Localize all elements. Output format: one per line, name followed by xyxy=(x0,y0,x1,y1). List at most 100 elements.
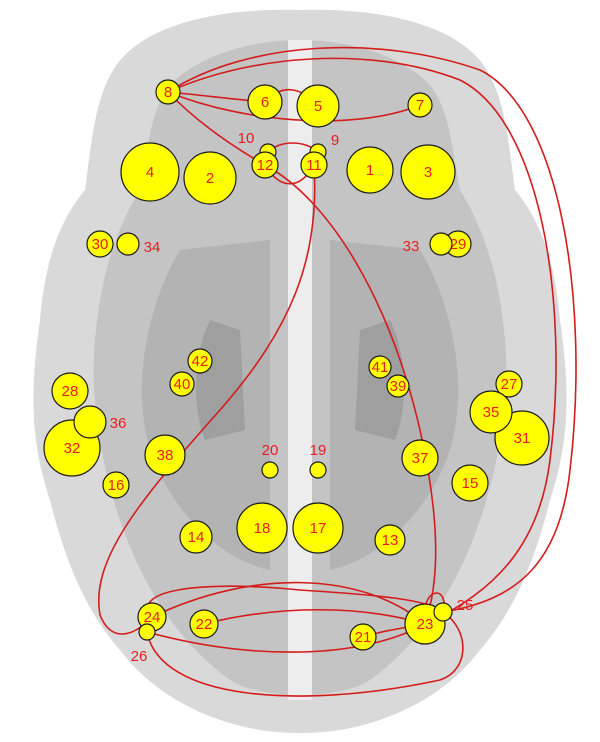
node-circle xyxy=(86,230,114,258)
node-7: 7 xyxy=(407,92,433,118)
node-6: 6 xyxy=(247,84,283,120)
node-19: 19 xyxy=(309,442,327,479)
node-label: 14 xyxy=(188,529,205,546)
node-label: 30 xyxy=(92,236,109,253)
node-label: 32 xyxy=(64,440,81,457)
node-5: 5 xyxy=(296,84,340,128)
node-label: 34 xyxy=(144,239,161,256)
node-label: 28 xyxy=(62,383,79,400)
edge-12-23 xyxy=(264,164,437,625)
edge-26-25 xyxy=(146,611,464,697)
node-circle xyxy=(73,405,107,439)
node-16: 16 xyxy=(102,471,130,499)
node-label: 36 xyxy=(110,415,127,432)
node-25: 25 xyxy=(433,597,474,622)
node-12: 12 xyxy=(251,151,279,179)
node-40: 40 xyxy=(169,371,195,397)
edge-22-23 xyxy=(203,608,426,625)
node-circle xyxy=(451,464,489,502)
edge-26-23 xyxy=(146,623,426,653)
node-circle xyxy=(120,142,180,202)
node-label: 5 xyxy=(314,98,322,115)
node-label: 21 xyxy=(355,629,372,646)
edge-8-23 xyxy=(167,57,557,625)
node-label: 37 xyxy=(412,450,429,467)
node-label: 39 xyxy=(390,378,407,395)
node-circle xyxy=(155,79,181,105)
node-label: 35 xyxy=(483,404,500,421)
node-circle xyxy=(261,461,279,479)
node-label: 11 xyxy=(306,157,322,174)
node-26: 26 xyxy=(131,623,156,665)
node-circle xyxy=(183,151,237,205)
node-label: 29 xyxy=(450,236,467,253)
node-38: 38 xyxy=(144,434,186,476)
node-label: 41 xyxy=(372,359,389,376)
node-18: 18 xyxy=(236,502,288,554)
node-label: 26 xyxy=(131,648,148,665)
node-label: 6 xyxy=(261,94,269,111)
node-label: 20 xyxy=(262,442,279,459)
node-circle xyxy=(236,502,288,554)
node-circle xyxy=(368,355,392,379)
node-circle xyxy=(374,524,406,556)
node-circle xyxy=(102,471,130,499)
node-label: 38 xyxy=(157,447,174,464)
node-label: 16 xyxy=(108,477,125,494)
node-30: 30 xyxy=(86,230,114,258)
node-28: 28 xyxy=(51,372,89,410)
node-label: 40 xyxy=(174,376,191,393)
node-circle xyxy=(495,370,523,398)
node-circle xyxy=(407,92,433,118)
node-label: 4 xyxy=(146,164,154,181)
node-1: 1 xyxy=(346,146,394,194)
node-circle xyxy=(189,609,219,639)
node-circle xyxy=(187,348,213,374)
node-circle xyxy=(247,84,283,120)
node-circle xyxy=(292,502,344,554)
node-circle xyxy=(296,84,340,128)
node-label: 3 xyxy=(424,164,432,181)
node-circle xyxy=(469,390,513,434)
node-circle xyxy=(179,520,213,554)
node-label: 31 xyxy=(514,430,531,447)
node-circle xyxy=(401,439,439,477)
node-label: 2 xyxy=(206,170,214,187)
node-circle xyxy=(433,602,453,622)
node-circle xyxy=(429,232,453,256)
node-33: 33 xyxy=(403,232,453,256)
node-20: 20 xyxy=(261,442,279,479)
node-36: 36 xyxy=(73,405,127,439)
node-circle xyxy=(346,146,394,194)
node-label: 33 xyxy=(403,238,420,255)
node-37: 37 xyxy=(401,439,439,477)
node-label: 19 xyxy=(310,442,327,459)
node-label: 8 xyxy=(164,84,172,101)
node-label: 22 xyxy=(196,616,213,633)
node-circle xyxy=(300,151,328,179)
node-13: 13 xyxy=(374,524,406,556)
node-label: 25 xyxy=(457,597,474,614)
node-8: 8 xyxy=(155,79,181,105)
node-label: 13 xyxy=(382,532,399,549)
node-17: 17 xyxy=(292,502,344,554)
node-label: 15 xyxy=(462,475,479,492)
node-label: 24 xyxy=(144,609,161,626)
node-2: 2 xyxy=(183,151,237,205)
node-circle xyxy=(144,434,186,476)
node-3: 3 xyxy=(400,144,456,200)
node-circle xyxy=(400,144,456,200)
node-label: 27 xyxy=(501,376,518,393)
node-4: 4 xyxy=(120,142,180,202)
node-circle xyxy=(116,232,140,256)
node-34: 34 xyxy=(116,232,161,256)
node-circle xyxy=(349,623,377,651)
node-label: 7 xyxy=(416,97,424,114)
edge-24-25 xyxy=(147,585,444,618)
node-42: 42 xyxy=(187,348,213,374)
node-label: 9 xyxy=(331,132,339,149)
connection-edges xyxy=(98,46,577,697)
edge-8-25 xyxy=(167,46,577,613)
node-15: 15 xyxy=(451,464,489,502)
